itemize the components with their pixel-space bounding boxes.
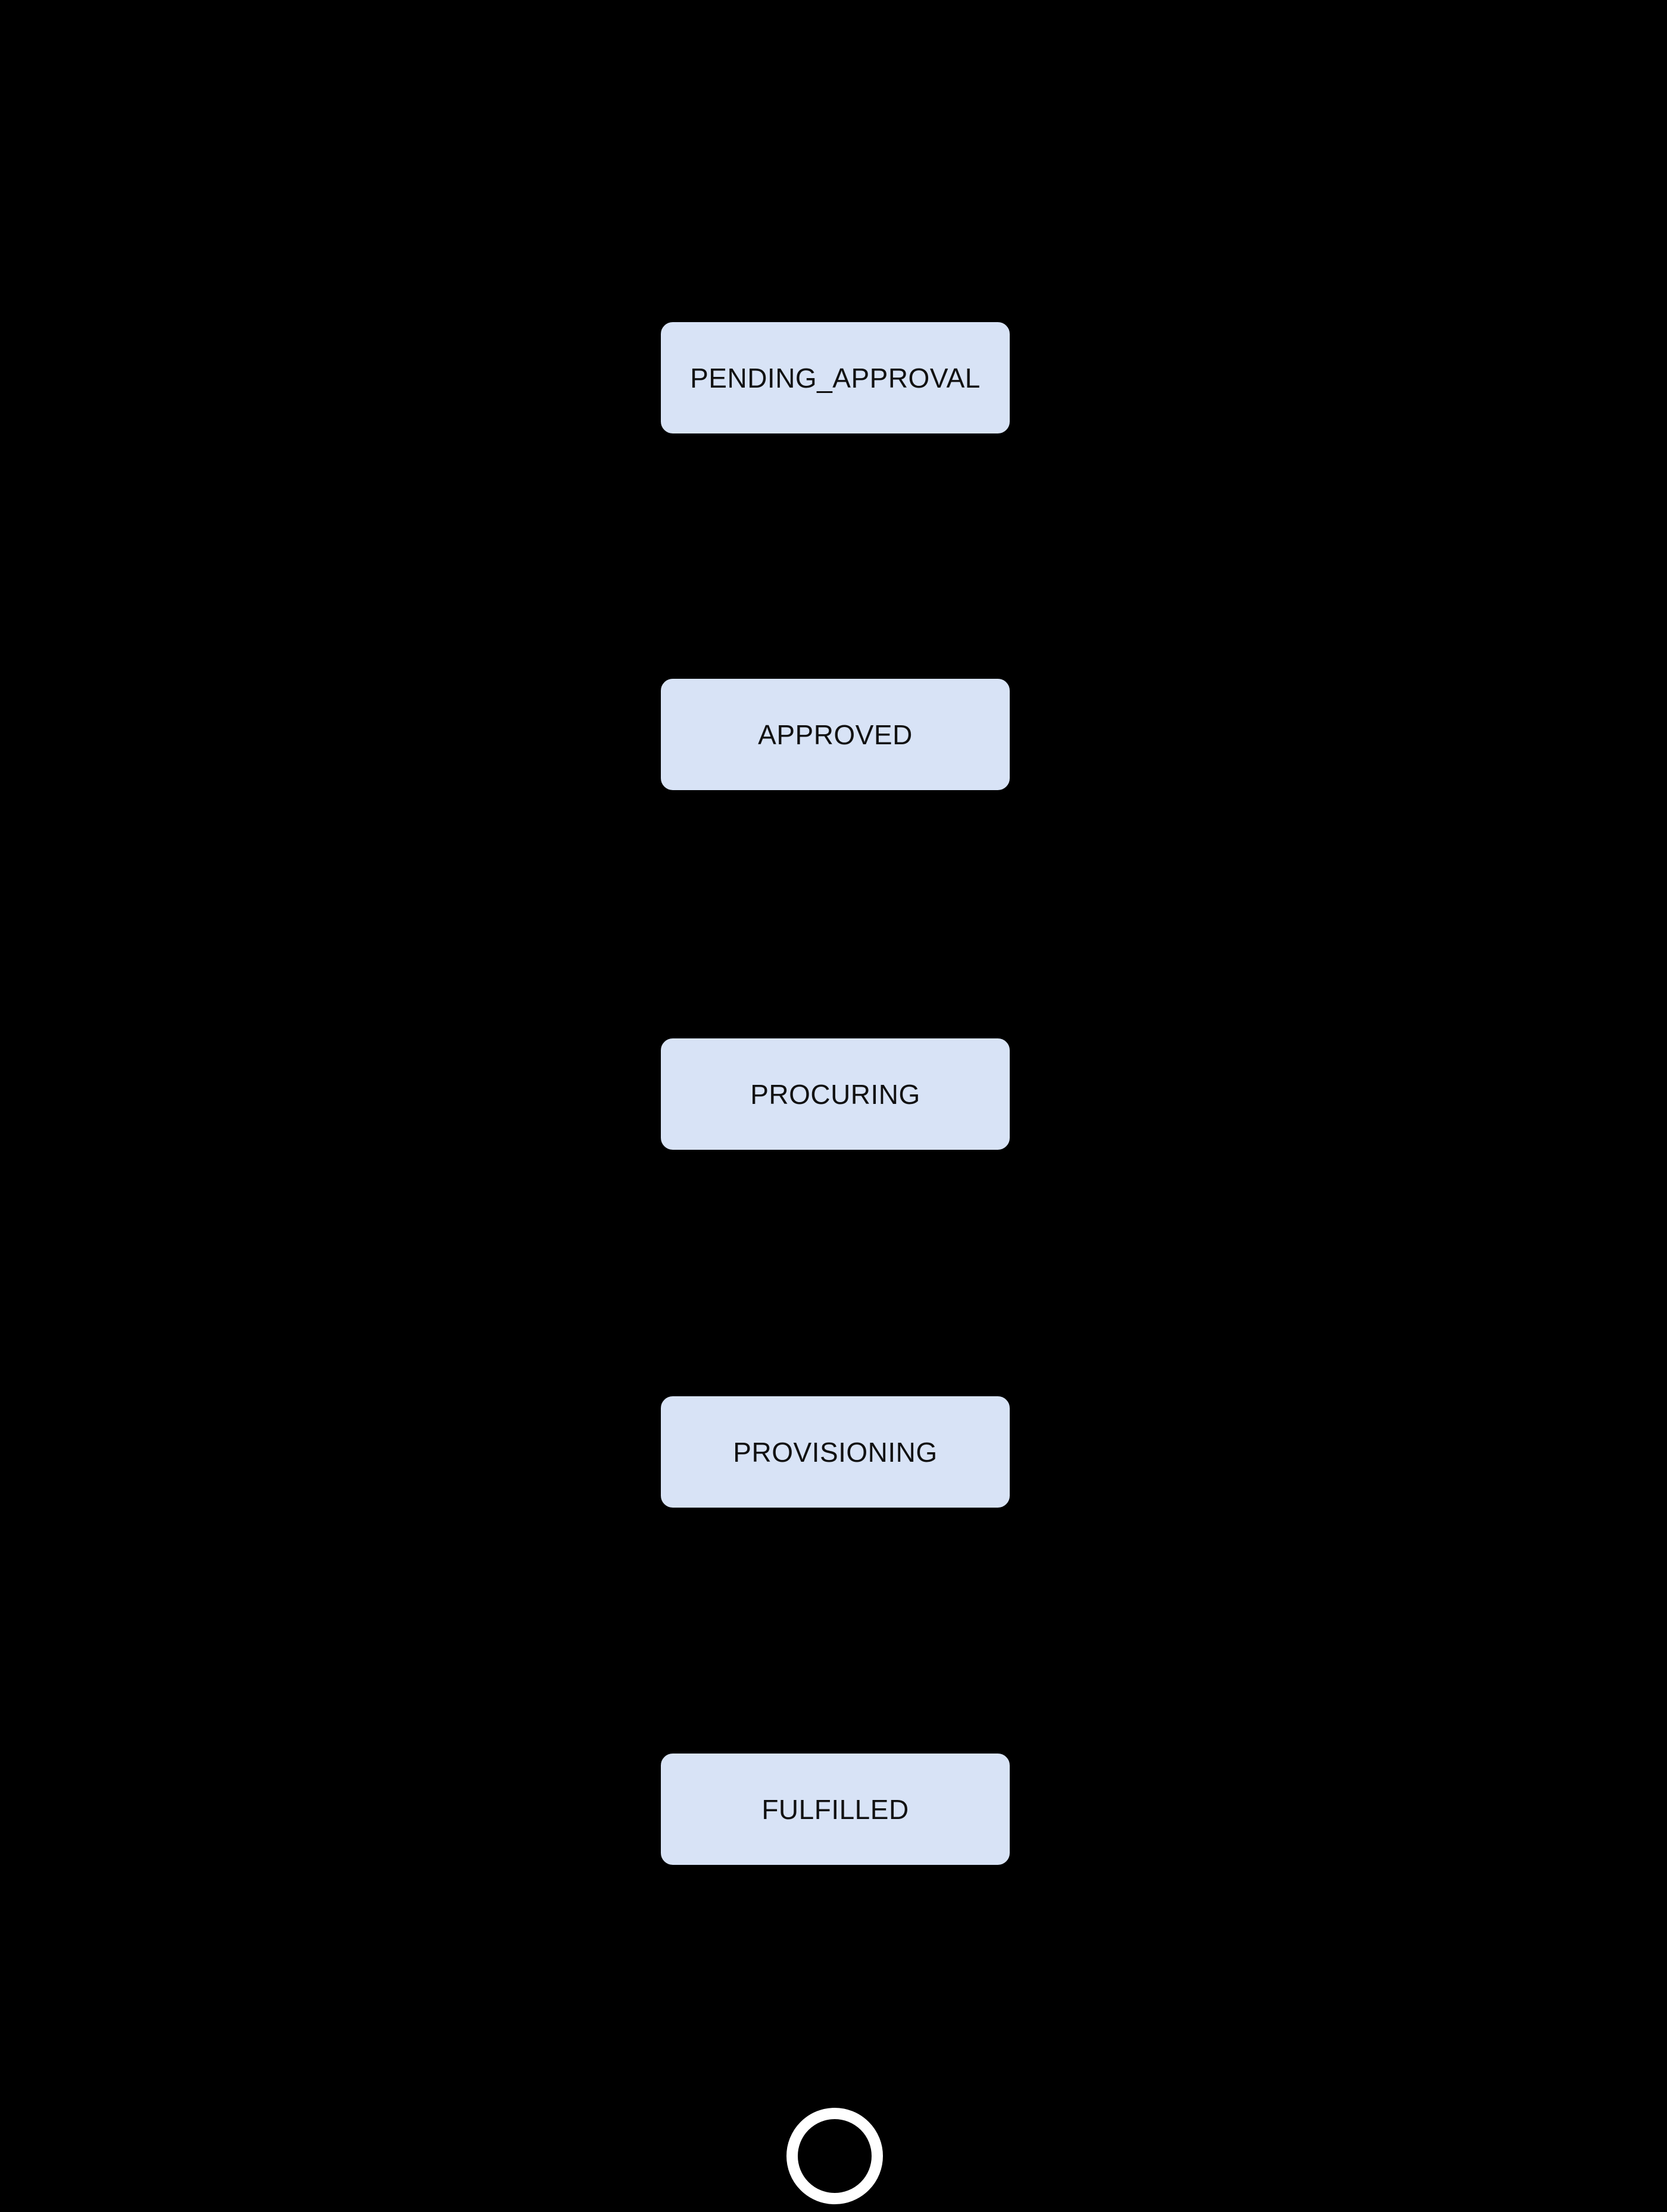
state-label-provisioning: PROVISIONING (733, 1436, 938, 1468)
state-label-fulfilled: FULFILLED (761, 1793, 909, 1825)
state-node-pending-approval: PENDING_APPROVAL (660, 321, 1011, 435)
state-label-pending-approval: PENDING_APPROVAL (690, 362, 981, 394)
state-node-procuring: PROCURING (660, 1037, 1011, 1151)
state-label-approved: APPROVED (758, 719, 913, 750)
state-node-approved: APPROVED (660, 678, 1011, 791)
state-node-provisioning: PROVISIONING (660, 1395, 1011, 1509)
state-node-fulfilled: FULFILLED (660, 1752, 1011, 1866)
state-label-procuring: PROCURING (750, 1078, 920, 1110)
final-state-ring-icon (786, 2108, 883, 2204)
